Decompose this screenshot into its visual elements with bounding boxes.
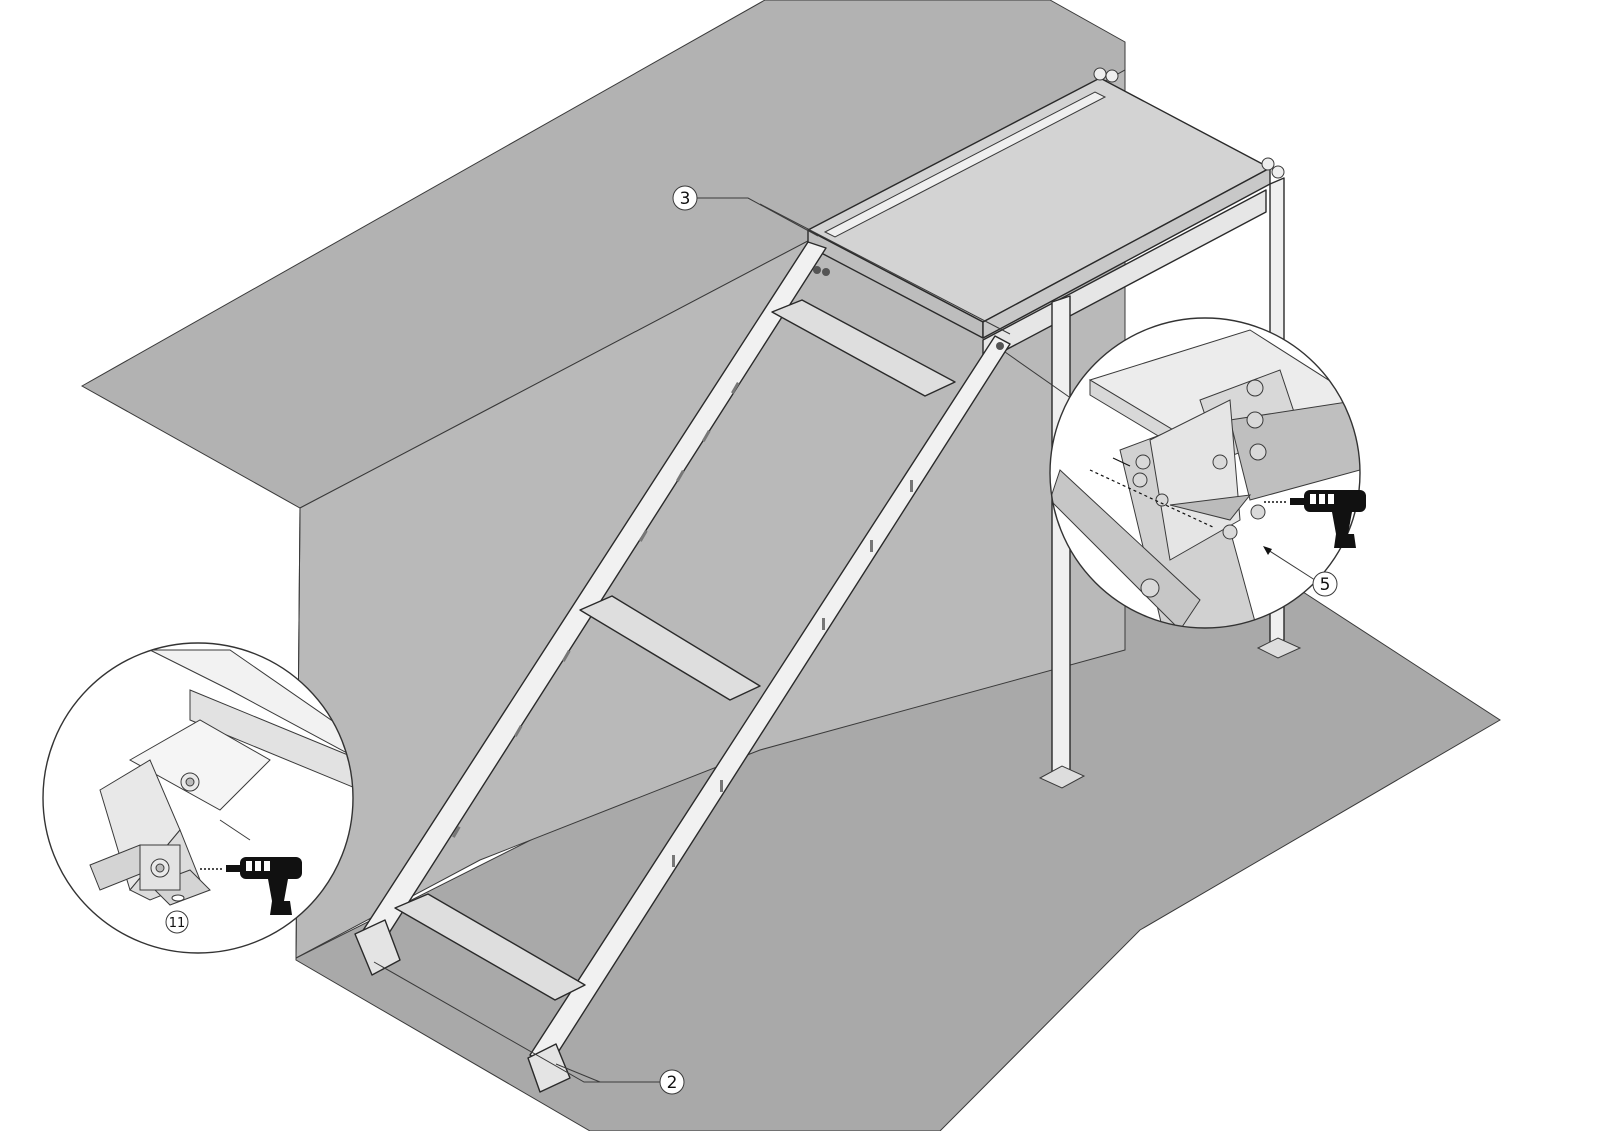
callout-3-label: 3	[680, 189, 691, 209]
callout-5-arrow	[1263, 546, 1272, 555]
leg-foot	[1256, 637, 1302, 659]
callout-2-label: 2	[667, 1073, 678, 1093]
callout-3-circle	[672, 185, 698, 211]
top-bolt	[996, 342, 1004, 350]
detail-bracket-view	[1049, 317, 1361, 629]
platform-bolt	[1093, 67, 1107, 81]
stringer-slots	[452, 381, 913, 867]
platform-bolt	[1271, 165, 1285, 179]
callout-2-leader-2	[555, 1063, 601, 1083]
callout-11-circle	[165, 910, 189, 934]
ladder-foot-left	[354, 919, 401, 976]
ladder-step	[579, 595, 761, 701]
callout-11-label: 11	[169, 916, 186, 931]
leg-foot	[1038, 765, 1086, 789]
top-bolt	[822, 268, 830, 276]
callout-5-label: 5	[1320, 575, 1331, 595]
callout-3-leader-2	[759, 203, 1011, 335]
platform-bolt	[1261, 157, 1275, 171]
ladder-step	[771, 299, 956, 397]
callout-2-circle	[659, 1069, 685, 1095]
platform-bolt	[1105, 69, 1119, 83]
ladder-step	[394, 893, 586, 1001]
top-bolt	[813, 266, 821, 274]
callout-5-circle	[1312, 571, 1338, 597]
callout-3-leader	[697, 197, 819, 237]
platform-rail	[823, 91, 1107, 238]
callout-5-leader	[1267, 549, 1319, 583]
callout-2-leader	[373, 961, 660, 1083]
